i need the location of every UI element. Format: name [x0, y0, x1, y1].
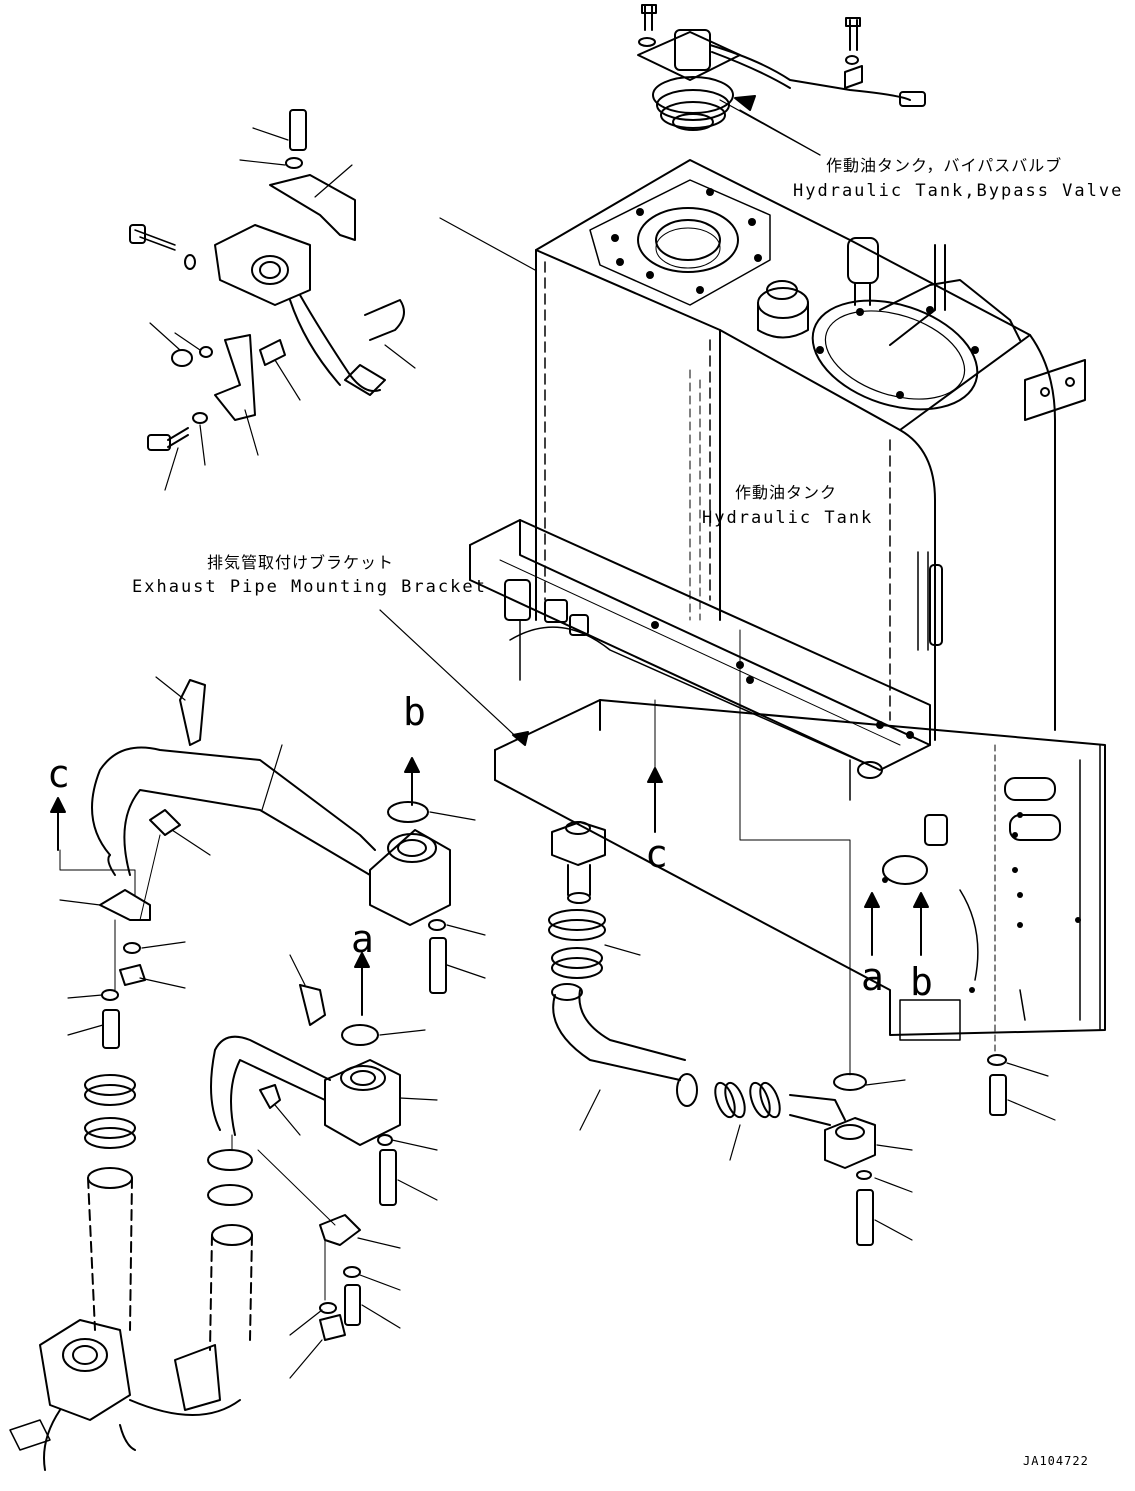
exhaust-pipe-upper	[91, 679, 451, 1049]
ref-letter-c-left: c	[47, 752, 70, 796]
hydraulic-tank-label-jp: 作動油タンク	[735, 483, 838, 502]
exhaust-bracket-label-jp: 排気管取付けブラケット	[207, 553, 395, 572]
bypass-valve-assembly	[637, 4, 926, 131]
ref-letter-a-left: a	[351, 917, 374, 961]
exhaust-pipe-mounting-bracket	[469, 519, 931, 771]
ref-letter-c-center: c	[645, 832, 668, 876]
drain-pipe-assembly	[548, 821, 1007, 1246]
upper-left-parts	[129, 109, 405, 451]
reference-arrows	[50, 95, 929, 1016]
hydraulic-tank-label-en: Hydraulic Tank	[702, 508, 874, 528]
drawing-code: JA104722	[1023, 1454, 1089, 1468]
ref-letter-b-upper: b	[403, 690, 426, 734]
exhaust-bracket-label-en: Exhaust Pipe Mounting Bracket	[132, 577, 487, 597]
leader-lines	[59, 99, 1056, 1379]
exhaust-pipe-lower	[210, 984, 401, 1341]
ref-letter-b-right: b	[910, 960, 933, 1004]
flex-pipes-clamps	[9, 1074, 253, 1471]
ref-letter-a-right: a	[861, 955, 884, 999]
bypass-valve-label-en: Hydraulic Tank,Bypass Valve	[793, 181, 1124, 201]
hydraulic-tank	[535, 159, 1086, 741]
bypass-valve-label-jp: 作動油タンク，バイパスバルブ	[826, 156, 1063, 175]
machine-frame	[494, 619, 1106, 1041]
